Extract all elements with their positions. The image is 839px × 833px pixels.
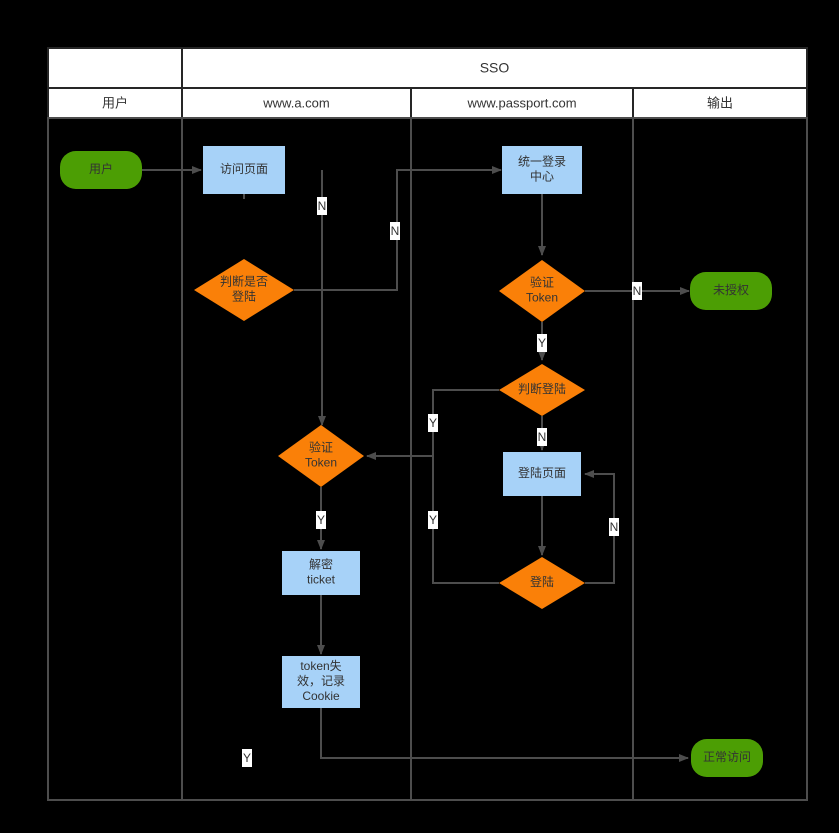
lane-body-user	[47, 117, 183, 801]
edge-label-bg	[537, 334, 547, 352]
edge-label-text: N	[391, 224, 400, 238]
node-n1[interactable]: 用户	[60, 151, 142, 189]
lane-label-acom: www.a.com	[262, 95, 329, 110]
lane-body-output	[632, 117, 808, 801]
edge-label-text: Y	[429, 416, 437, 430]
edge-label-n3-n10: N	[390, 222, 400, 240]
node-label-n13: 正常访问	[703, 750, 751, 764]
lane-label-user: 用户	[102, 95, 128, 110]
node-n2[interactable]: 访问页面	[203, 146, 285, 194]
edge-label-n7-n8: N	[537, 428, 547, 446]
node-shape-diamond	[278, 425, 364, 487]
node-label-n11: 解密	[309, 557, 333, 572]
node-label-n6: 未授权	[713, 282, 749, 297]
nodes-layer: 用户访问页面判断是否登陆统一登录中心验证Token未授权判断登陆登陆页面登陆验证…	[60, 146, 772, 777]
node-label-n7: 判断登陆	[518, 381, 566, 396]
node-label-n12: 效，记录	[297, 673, 345, 688]
node-shape-rect	[203, 146, 285, 194]
node-label-n3: 登陆	[232, 289, 256, 304]
node-shape-stadium	[60, 151, 142, 189]
header-group-cell	[181, 47, 808, 89]
node-label-n2: 访问页面	[220, 162, 268, 176]
node-shape-rect	[503, 452, 581, 496]
node-label-n12: token失	[300, 658, 341, 673]
node-label-n10: 验证	[309, 440, 333, 455]
node-shape-diamond	[499, 364, 585, 416]
edge-login-y-to-verifytoken-acom	[432, 456, 499, 584]
header-blank-cell	[47, 47, 183, 89]
node-label-n9: 登陆	[530, 574, 554, 589]
edge-label-n9-n8: N	[609, 518, 619, 536]
edge-label-text: N	[610, 520, 619, 534]
edge-labels-layer: N N N Y Y N N Y Y Y	[242, 197, 642, 767]
node-shape-diamond	[499, 557, 585, 609]
edge-label-n7-n10: Y	[428, 414, 438, 432]
edge-label-n5-n7: Y	[537, 334, 547, 352]
node-n13[interactable]: 正常访问	[691, 739, 763, 777]
node-label-n11: ticket	[307, 573, 336, 587]
edge-label-n5-n6: N	[632, 282, 642, 300]
node-label-n4: 中心	[530, 169, 554, 184]
edge-label-bg	[609, 518, 619, 536]
node-n9[interactable]: 登陆	[499, 557, 585, 609]
node-label-n5: Token	[526, 291, 558, 305]
edge-label-bg	[632, 282, 642, 300]
node-label-n12: Cookie	[302, 689, 340, 703]
edge-label-bg	[428, 511, 438, 529]
lane-label-passport: www.passport.com	[466, 95, 576, 110]
node-label-n8: 登陆页面	[518, 465, 566, 480]
node-shape-diamond	[194, 259, 294, 321]
edge-label-text: N	[633, 284, 642, 298]
node-label-n10: Token	[305, 456, 337, 470]
edge-label-bg	[317, 197, 327, 215]
edge-label-text: Y	[243, 751, 251, 765]
node-n7[interactable]: 判断登陆	[499, 364, 585, 416]
edge-label-bg	[316, 511, 326, 529]
node-label-n1: 用户	[89, 161, 113, 176]
edge-label-n9-n10: Y	[428, 511, 438, 529]
edge-label-bg	[242, 749, 252, 767]
edge-label-bg	[428, 414, 438, 432]
group-title: SSO	[480, 60, 510, 76]
node-shape-rect	[502, 146, 582, 194]
edge-label-n3-n4: N	[317, 197, 327, 215]
node-n6[interactable]: 未授权	[690, 272, 772, 310]
edge-label-text: Y	[538, 336, 546, 350]
edge-label-bg	[537, 428, 547, 446]
edge-label-n12-n13: Y	[242, 749, 252, 767]
node-shape-rect	[282, 551, 360, 595]
node-label-n4: 统一登录	[518, 154, 566, 169]
node-shape-diamond	[499, 260, 585, 322]
node-label-n5: 验证	[530, 275, 554, 290]
edge-label-n10-n11: Y	[316, 511, 326, 529]
edge-label-text: Y	[317, 513, 325, 527]
edge-label-text: N	[538, 430, 547, 444]
edge-label-text: Y	[429, 513, 437, 527]
node-label-n3: 判断是否	[220, 274, 268, 289]
node-shape-stadium	[690, 272, 772, 310]
edge-label-text: N	[318, 199, 327, 213]
edge-tokenexpire-to-normalaccess	[320, 708, 689, 762]
swimlane-frame: SSO 用户 www.a.com www.passport.com 输出	[47, 47, 808, 801]
node-n8[interactable]: 登陆页面	[503, 452, 581, 496]
lane-label-output: 输出	[707, 95, 733, 110]
edge-label-bg	[390, 222, 400, 240]
node-shape-stadium	[691, 739, 763, 777]
node-shape-rect	[282, 656, 360, 708]
